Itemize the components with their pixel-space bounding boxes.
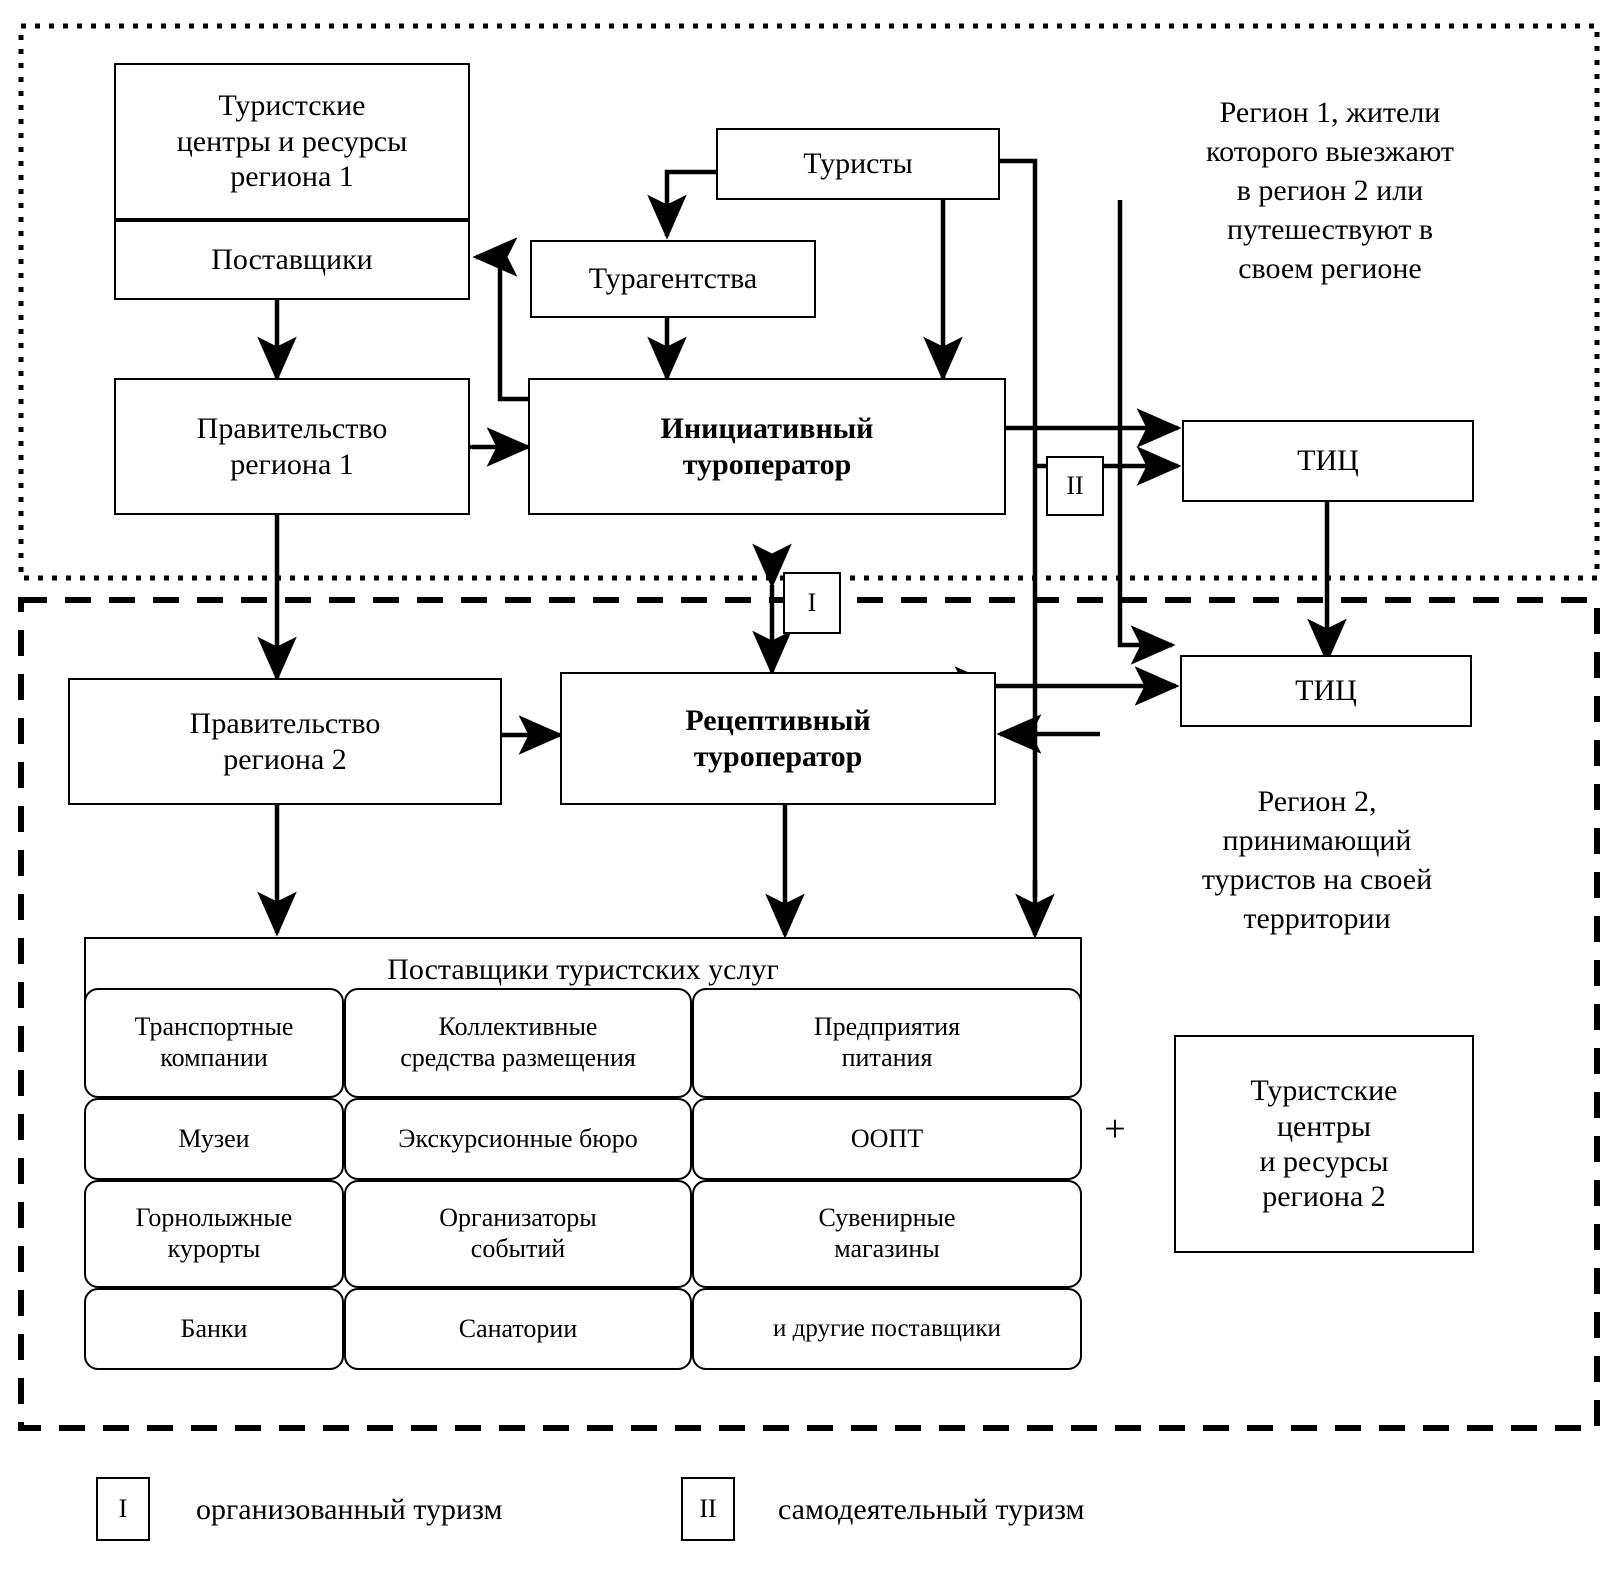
legend-marker-independent-label: II <box>699 1494 717 1523</box>
node-government-region2: Правительство региона 2 <box>68 678 502 805</box>
plus-sign: + <box>1090 1105 1140 1155</box>
supplier-cell-label: и другие поставщики <box>773 1315 1001 1343</box>
marker-independent-tourism: II <box>1046 456 1104 516</box>
supplier-cell: Экскурсионные бюро <box>344 1098 692 1180</box>
supplier-cell: Сувенирные магазины <box>692 1180 1082 1288</box>
node-tic-region1: ТИЦ <box>1182 420 1474 502</box>
marker-independent-tourism-label: II <box>1066 471 1084 500</box>
supplier-cell: Предприятия питания <box>692 988 1082 1098</box>
supplier-cell-label: Предприятия питания <box>813 1012 961 1072</box>
supplier-cell: ООПТ <box>692 1098 1082 1180</box>
supplier-cell-label: Горнолыжные курорты <box>135 1203 293 1263</box>
supplier-cell-label: Сувенирные магазины <box>818 1203 956 1263</box>
supplier-cell: и другие поставщики <box>692 1288 1082 1370</box>
region2-boundary <box>18 597 1600 1431</box>
legend-marker-organized: I <box>96 1477 150 1541</box>
legend-label-independent-text: самодеятельный туризм <box>778 1493 1085 1526</box>
legend-marker-independent: II <box>681 1477 735 1541</box>
trunk-tourists-secondary <box>1117 200 1176 665</box>
node-receptive-operator: Рецептивный туроператор <box>560 672 996 805</box>
arrow-tourists-agencies <box>647 169 716 240</box>
supplier-cell-label: Экскурсионные бюро <box>398 1123 638 1153</box>
supplier-cell-label: Коллективные средства размещения <box>400 1012 636 1072</box>
node-initiative-operator: Инициативный туроператор <box>528 378 1006 515</box>
node-tourists: Туристы <box>716 128 1000 200</box>
marker-organized-tourism-label: I <box>807 588 817 617</box>
node-travel-agencies: Турагентства <box>530 240 816 318</box>
node-travel-agencies-label: Турагентства <box>588 262 758 296</box>
supplier-cell: Санатории <box>344 1288 692 1370</box>
region2-caption-text: Регион 2, принимающий туристов на своей … <box>1201 785 1433 935</box>
node-suppliers-region1-label: Поставщики <box>211 243 373 277</box>
supplier-cell-label: ООПТ <box>850 1123 924 1153</box>
node-resources-region1: Туристские центры и ресурсы региона 1 <box>114 63 470 220</box>
supplier-cell-label: Транспортные компании <box>134 1012 294 1072</box>
node-resources-region2-label: Туристские центры и ресурсы региона 2 <box>1250 1074 1398 1214</box>
plus-sign-label: + <box>1104 1108 1126 1151</box>
node-resources-region1-label: Туристские центры и ресурсы региона 1 <box>176 89 408 194</box>
node-resources-region2: Туристские центры и ресурсы региона 2 <box>1174 1035 1474 1253</box>
legend-marker-organized-label: I <box>118 1494 128 1523</box>
region2-caption: Регион 2, принимающий туристов на своей … <box>1132 770 1502 950</box>
node-government-region2-label: Правительство региона 2 <box>189 707 381 776</box>
node-tourists-label: Туристы <box>803 147 913 181</box>
node-tic-region2-label: ТИЦ <box>1295 674 1357 708</box>
node-suppliers-region1: Поставщики <box>114 220 470 300</box>
region1-caption-text: Регион 1, жители которого выезжают в рег… <box>1206 95 1454 285</box>
supplier-cell-label: Организаторы событий <box>439 1203 597 1263</box>
node-tic-region2: ТИЦ <box>1180 655 1472 727</box>
arrow-initiative-suppliers1 <box>472 237 528 402</box>
supplier-cell-label: Банки <box>180 1313 248 1343</box>
supplier-cell: Банки <box>84 1288 344 1370</box>
supplier-cell: Горнолыжные курорты <box>84 1180 344 1288</box>
node-government-region1: Правительство региона 1 <box>114 378 470 515</box>
supplier-cell-label: Музеи <box>178 1123 250 1153</box>
supplier-cell: Музеи <box>84 1098 344 1180</box>
supplier-cell: Коллективные средства размещения <box>344 988 692 1098</box>
node-suppliers-services-header-label: Поставщики туристских услуг <box>387 953 779 987</box>
supplier-cell-label: Санатории <box>458 1313 578 1343</box>
node-receptive-operator-label: Рецептивный туроператор <box>685 704 871 773</box>
node-government-region1-label: Правительство региона 1 <box>196 412 388 481</box>
supplier-cell: Организаторы событий <box>344 1180 692 1288</box>
legend-label-organized-text: организованный туризм <box>196 1493 503 1526</box>
supplier-cell: Транспортные компании <box>84 988 344 1098</box>
node-initiative-operator-label: Инициативный туроператор <box>660 412 874 481</box>
marker-organized-tourism: I <box>783 572 841 634</box>
legend-label-organized: организованный туризм <box>196 1493 503 1527</box>
region1-caption: Регион 1, жители которого выезжают в рег… <box>1160 80 1500 300</box>
legend-label-independent: самодеятельный туризм <box>778 1493 1085 1527</box>
trunk-tourists-right <box>1000 158 1038 897</box>
node-tic-region1-label: ТИЦ <box>1297 444 1359 478</box>
